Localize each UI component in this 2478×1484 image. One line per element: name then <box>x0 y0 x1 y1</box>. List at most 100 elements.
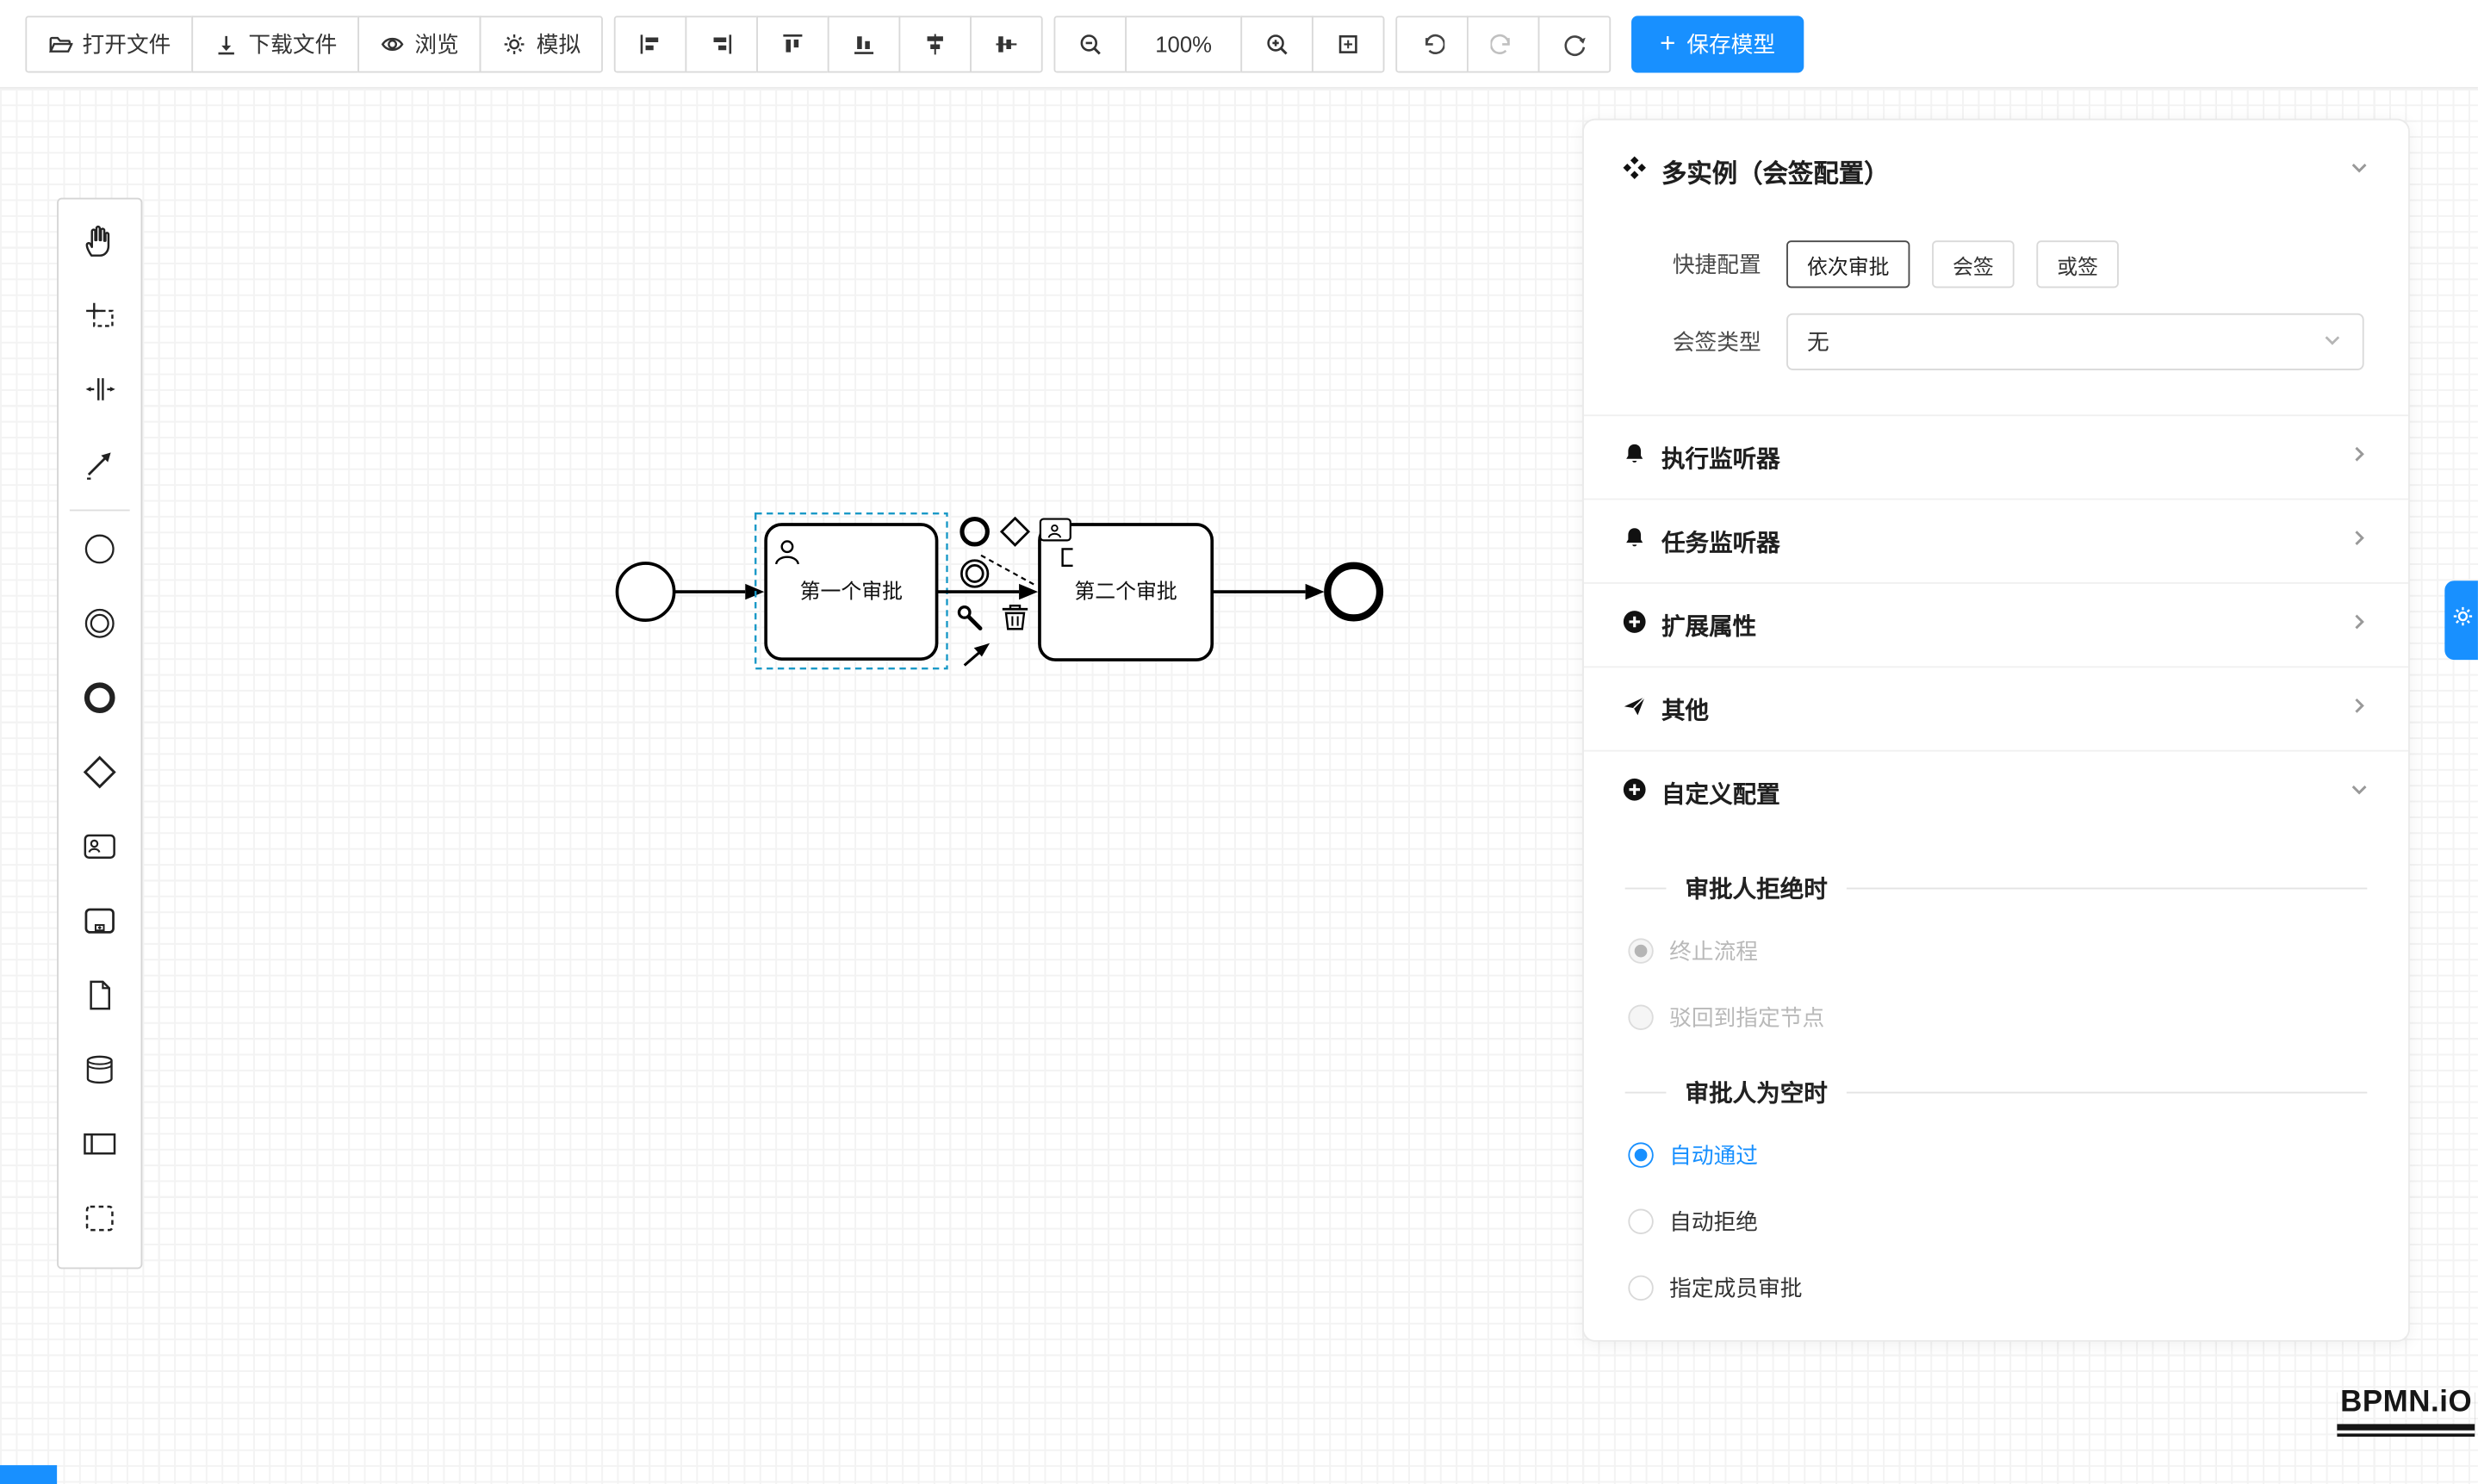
undo-icon <box>1419 31 1444 56</box>
align-bottom-button[interactable] <box>828 15 901 71</box>
toolbar: 打开文件 下载文件 浏 <box>0 0 2478 89</box>
group-icon <box>81 1200 119 1245</box>
global-connect-tool[interactable] <box>63 431 136 505</box>
reject-divider: 审批人拒绝时 <box>1625 872 2368 905</box>
empty-title: 审批人为空时 <box>1686 1076 1828 1109</box>
data-object-icon <box>81 976 119 1021</box>
chevron-down-icon <box>2348 156 2370 186</box>
zoom-out-button[interactable] <box>1054 15 1127 71</box>
chevron-down-icon <box>2348 779 2370 807</box>
align-group <box>614 15 1043 71</box>
simulate-button[interactable]: 模拟 <box>480 15 603 71</box>
open-file-label: 打开文件 <box>83 28 171 59</box>
align-right-button[interactable] <box>685 15 758 71</box>
space-tool[interactable] <box>63 356 136 430</box>
section-label: 任务监听器 <box>1661 525 1780 558</box>
create-subprocess[interactable] <box>63 888 136 962</box>
gear-icon <box>2451 605 2475 636</box>
quick-config-label: 快捷配置 <box>1584 248 1761 280</box>
align-center-horizontal-icon <box>922 31 947 56</box>
plus-circle-icon <box>1622 777 1647 809</box>
section-label: 执行监听器 <box>1661 441 1780 475</box>
create-data-store[interactable] <box>63 1036 136 1110</box>
align-center-horizontal-button[interactable] <box>898 15 972 71</box>
simulate-label: 模拟 <box>537 28 581 59</box>
sign-type-row: 会签类型 无 <box>1584 314 2408 370</box>
hand-tool[interactable] <box>63 208 136 282</box>
open-file-button[interactable]: 打开文件 <box>25 15 193 71</box>
fit-viewport-button[interactable] <box>1312 15 1385 71</box>
radio-label: 指定成员审批 <box>1669 1272 1802 1304</box>
section-extended-properties[interactable]: 扩展属性 <box>1584 582 2408 666</box>
hand-icon <box>81 221 119 267</box>
bpmn-io-logo[interactable]: BPMN.iO <box>2337 1386 2475 1430</box>
save-model-button[interactable]: + 保存模型 <box>1631 15 1804 71</box>
chevron-right-icon <box>2348 527 2370 556</box>
align-top-button[interactable] <box>756 15 829 71</box>
divider-line <box>1847 888 2367 890</box>
align-left-button[interactable] <box>614 15 687 71</box>
quick-option-orsign[interactable]: 或签 <box>2036 240 2119 288</box>
lasso-icon <box>81 296 119 342</box>
download-file-button[interactable]: 下载文件 <box>191 15 359 71</box>
quick-option-sequential[interactable]: 依次审批 <box>1786 240 1910 288</box>
properties-panel: 多实例（会签配置） 快捷配置 依次审批 会签 或签 会签类型 无 <box>1582 119 2410 1342</box>
create-intermediate-event[interactable] <box>63 590 136 664</box>
sign-type-label: 会签类型 <box>1584 326 1761 357</box>
create-participant[interactable] <box>63 1111 136 1185</box>
user-task-icon <box>81 828 119 873</box>
align-center-vertical-button[interactable] <box>970 15 1043 71</box>
custom-config-content: 审批人拒绝时 终止流程 驳回到指定节点 审批人为空时 自动通过 <box>1584 834 2408 1325</box>
sign-type-value: 无 <box>1807 326 1829 357</box>
subprocess-icon <box>81 902 119 947</box>
radio-designated-member[interactable]: 指定成员审批 <box>1625 1255 2368 1321</box>
refresh-button[interactable] <box>1538 15 1612 71</box>
divider-line <box>1625 888 1667 890</box>
preview-button[interactable]: 浏览 <box>357 15 481 71</box>
download-file-label: 下载文件 <box>248 28 337 59</box>
sign-type-select[interactable]: 无 <box>1786 314 2364 370</box>
section-task-listener[interactable]: 任务监听器 <box>1584 499 2408 582</box>
save-model-label: 保存模型 <box>1686 28 1775 59</box>
radio-auto-reject[interactable]: 自动拒绝 <box>1625 1189 2368 1255</box>
multi-instance-icon <box>1622 154 1647 188</box>
radio-terminate-process[interactable]: 终止流程 <box>1625 918 2368 984</box>
settings-tab[interactable] <box>2444 581 2478 660</box>
radio-reject-to-node[interactable]: 驳回到指定节点 <box>1625 984 2368 1051</box>
create-data-object[interactable] <box>63 962 136 1036</box>
zoom-in-button[interactable] <box>1240 15 1314 71</box>
section-label: 自定义配置 <box>1661 776 1780 810</box>
radio-auto-pass[interactable]: 自动通过 <box>1625 1122 2368 1189</box>
chevron-right-icon <box>2348 611 2370 639</box>
file-actions-group: 打开文件 下载文件 浏 <box>25 15 603 71</box>
create-user-task[interactable] <box>63 813 136 887</box>
lasso-tool[interactable] <box>63 282 136 356</box>
redo-icon <box>1491 31 1516 56</box>
redo-button[interactable] <box>1467 15 1540 71</box>
section-other[interactable]: 其他 <box>1584 666 2408 749</box>
align-right-icon <box>709 31 734 56</box>
create-group[interactable] <box>63 1185 136 1259</box>
undo-button[interactable] <box>1395 15 1469 71</box>
eye-icon <box>380 31 405 56</box>
history-group <box>1395 15 1611 71</box>
section-execution-listener[interactable]: 执行监听器 <box>1584 414 2408 498</box>
divider-line <box>1625 1092 1667 1094</box>
zoom-level[interactable]: 100% <box>1125 15 1242 71</box>
quick-option-countersign[interactable]: 会签 <box>1932 240 2015 288</box>
bottom-left-accent-strip <box>0 1465 57 1484</box>
create-end-event[interactable] <box>63 665 136 739</box>
create-start-event[interactable] <box>63 516 136 590</box>
create-gateway[interactable] <box>63 739 136 813</box>
align-top-icon <box>780 31 805 56</box>
radio-icon <box>1628 1005 1653 1030</box>
palette <box>57 198 142 1270</box>
section-label: 扩展属性 <box>1661 608 1756 642</box>
folder-open-icon <box>47 31 72 56</box>
section-custom-config[interactable]: 自定义配置 <box>1584 750 2408 834</box>
fit-viewport-icon <box>1336 31 1361 56</box>
multi-instance-header[interactable]: 多实例（会签配置） <box>1584 121 2408 215</box>
radio-label: 终止流程 <box>1669 935 1758 967</box>
chevron-right-icon <box>2348 443 2370 471</box>
radio-icon <box>1628 1209 1653 1234</box>
